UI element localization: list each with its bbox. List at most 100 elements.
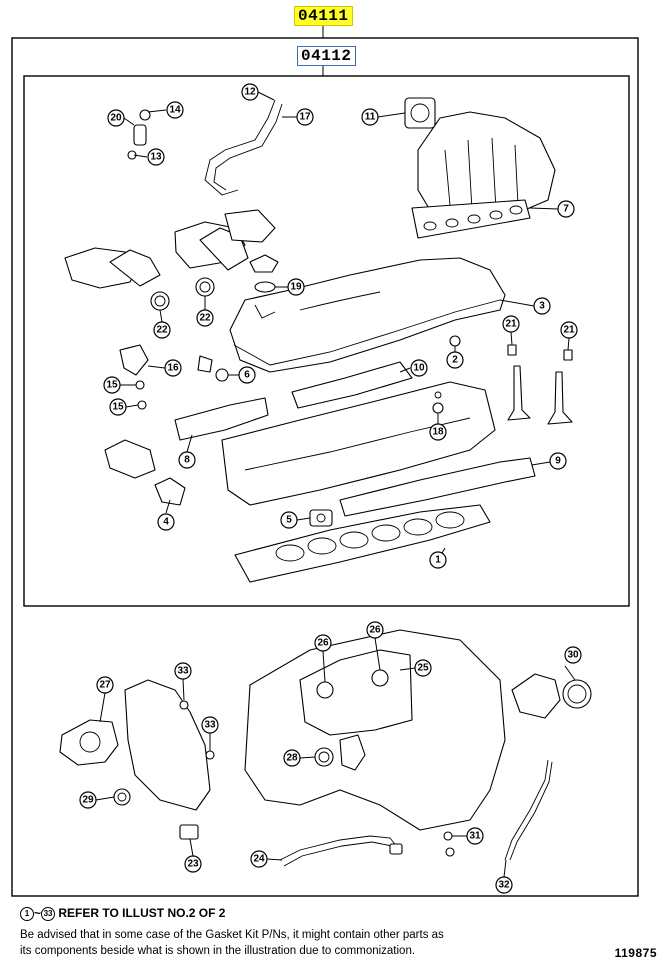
intake-port-gaskets — [174, 361, 413, 441]
svg-text:27: 27 — [99, 680, 111, 691]
svg-text:15: 15 — [112, 402, 124, 413]
exhaust-manifold-gasket — [339, 457, 536, 517]
svg-text:33: 33 — [204, 720, 216, 731]
valves — [507, 344, 573, 425]
callout-12: 12 — [241, 83, 259, 101]
throttle-body-gasket — [404, 97, 436, 129]
callout-3: 3 — [533, 297, 551, 315]
callout-14: 14 — [166, 101, 184, 119]
callout-33a: 33 — [174, 662, 192, 680]
callout-11: 11 — [361, 108, 379, 126]
leader-lines — [95, 91, 576, 878]
svg-text:3: 3 — [539, 301, 545, 312]
callout-18: 18 — [429, 423, 447, 441]
callout-21a: 21 — [502, 315, 520, 333]
oil-pipe — [279, 835, 403, 867]
oil-seals-lower — [113, 700, 455, 857]
footer-note-line-1: Be advised that in some case of the Gask… — [20, 929, 444, 941]
callout-4: 4 — [157, 513, 175, 531]
svg-text:23: 23 — [187, 859, 199, 870]
ref-end-circle: 33 — [41, 906, 56, 921]
exhaust-manifolds — [64, 209, 276, 289]
illustration-number: 119875 — [614, 946, 657, 960]
callout-7: 7 — [557, 200, 575, 218]
svg-text:7: 7 — [563, 204, 569, 215]
svg-text:22: 22 — [199, 313, 211, 324]
callout-10: 10 — [410, 359, 428, 377]
kit-part-number-inner[interactable]: 04112 — [297, 46, 356, 66]
svg-text:21: 21 — [505, 319, 517, 330]
footer-note-line-2: its components beside what is shown in t… — [20, 945, 416, 957]
svg-text:22: 22 — [156, 325, 168, 336]
svg-text:12: 12 — [244, 87, 256, 98]
svg-text:26: 26 — [369, 625, 381, 636]
engine-block — [244, 629, 506, 831]
callout-22b: 22 — [196, 309, 214, 327]
water-pump — [59, 719, 119, 766]
callout-9: 9 — [549, 452, 567, 470]
svg-text:28: 28 — [286, 753, 298, 764]
rear-oil-seal-retainer — [511, 673, 592, 719]
callout-25: 25 — [414, 659, 432, 677]
svg-text:6: 6 — [244, 370, 250, 381]
timing-cover — [124, 679, 211, 811]
callout-5: 5 — [280, 511, 298, 529]
svg-text:4: 4 — [163, 517, 169, 528]
callout-15a: 15 — [103, 376, 121, 394]
callout-29: 29 — [79, 791, 97, 809]
svg-text:10: 10 — [413, 363, 425, 374]
callout-28: 28 — [283, 749, 301, 767]
cylinder-head-gasket — [234, 504, 491, 583]
callout-17: 17 — [296, 108, 314, 126]
callout-30: 30 — [564, 646, 582, 664]
ref-start-circle: 1 — [20, 906, 34, 921]
svg-text:32: 32 — [498, 880, 510, 891]
callout-33b: 33 — [201, 716, 219, 734]
svg-text:25: 25 — [417, 663, 429, 674]
callout-1: 1 — [429, 551, 447, 569]
svg-text:14: 14 — [169, 105, 181, 116]
callout-2: 2 — [446, 351, 464, 369]
outer-kit-frame — [11, 37, 639, 897]
small-gaskets-lower — [179, 734, 366, 840]
footer-reference-note: 1 ~ 33 REFER TO ILLUST NO.2 OF 2 — [20, 906, 225, 921]
intake-manifold — [411, 111, 556, 239]
callout-22a: 22 — [153, 321, 171, 339]
callout-13: 13 — [147, 148, 165, 166]
kit-part-number-outer[interactable]: 04111 — [294, 6, 353, 26]
callout-20: 20 — [107, 109, 125, 127]
svg-text:24: 24 — [253, 854, 265, 865]
callout-27: 27 — [96, 676, 114, 694]
callout-8: 8 — [178, 451, 196, 469]
callout-15b: 15 — [109, 398, 127, 416]
callout-23: 23 — [184, 855, 202, 873]
svg-text:20: 20 — [110, 113, 122, 124]
svg-text:9: 9 — [555, 456, 561, 467]
callout-26a: 26 — [314, 634, 332, 652]
water-inlet-parts — [104, 344, 229, 506]
svg-text:11: 11 — [365, 112, 376, 123]
callout-24: 24 — [250, 850, 268, 868]
water-bypass-pipe — [204, 99, 283, 196]
svg-text:1: 1 — [435, 555, 441, 566]
water-outlet-gasket — [309, 509, 333, 527]
svg-text:2: 2 — [452, 355, 458, 366]
callout-31: 31 — [466, 827, 484, 845]
svg-text:8: 8 — [184, 455, 190, 466]
svg-text:15: 15 — [106, 380, 118, 391]
svg-text:17: 17 — [299, 112, 311, 123]
svg-text:29: 29 — [82, 795, 94, 806]
callout-26b: 26 — [366, 621, 384, 639]
ref-text: REFER TO ILLUST NO.2 OF 2 — [55, 906, 226, 920]
svg-text:13: 13 — [150, 152, 162, 163]
callout-6: 6 — [238, 366, 256, 384]
oil-level-gauge-guide — [504, 759, 553, 861]
svg-text:19: 19 — [290, 282, 302, 293]
svg-text:21: 21 — [563, 325, 575, 336]
callout-19: 19 — [287, 278, 305, 296]
inner-kit-frame — [23, 75, 630, 607]
ref-tilde: ~ — [34, 906, 42, 920]
callout-21b: 21 — [560, 321, 578, 339]
valve-cover — [229, 257, 506, 373]
